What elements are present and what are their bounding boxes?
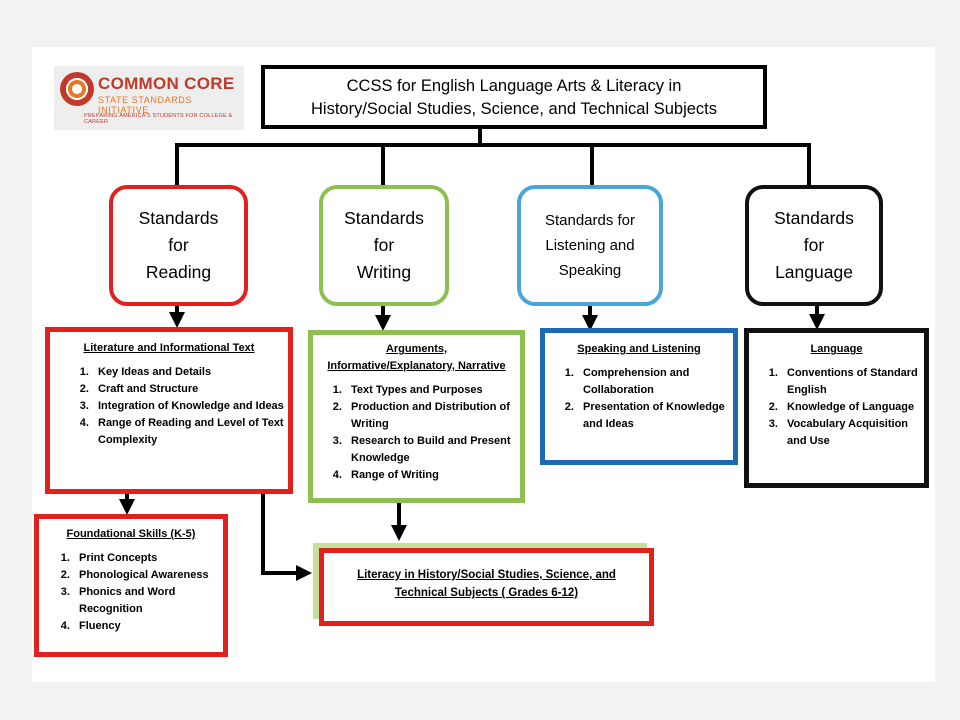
foundational-card-heading: Foundational Skills (K-5)	[66, 528, 196, 540]
writing-card-heading-2: Informative/Explanatory, Narrative	[327, 360, 506, 372]
standards-language-line-1: Standards	[774, 208, 854, 228]
standards-writing-line-2: for	[373, 235, 395, 255]
foundational-card: Foundational Skills (K-5) Print Concepts…	[34, 514, 228, 657]
literacy-card: Literacy in History/Social Studies, Scie…	[319, 548, 654, 626]
standards-language-line-3: Language	[775, 262, 853, 282]
foundational-item: Phonological Awareness	[73, 567, 223, 584]
reading-card-heading: Literature and Informational Text	[83, 342, 255, 354]
standards-writing-box: Standards for Writing	[319, 185, 449, 306]
standards-listening-box: Standards for Listening and Speaking	[517, 185, 663, 306]
writing-card-heading-1: Arguments,	[385, 343, 448, 355]
logo-emblem-icon	[60, 72, 94, 106]
speaking-item: Comprehension and Collaboration	[577, 365, 733, 399]
logo-tagline: PREPARING AMERICA'S STUDENTS FOR COLLEGE…	[84, 113, 233, 125]
title-line-2: History/Social Studies, Science, and Tec…	[311, 100, 717, 118]
standards-language-box: Standards for Language	[745, 185, 883, 306]
foundational-item: Fluency	[73, 618, 223, 635]
reading-card: Literature and Informational Text Key Id…	[45, 327, 293, 494]
title-box: CCSS for English Language Arts & Literac…	[261, 65, 767, 129]
reading-item: Key Ideas and Details	[92, 364, 288, 381]
reading-item: Integration of Knowledge and Ideas	[92, 398, 288, 415]
language-item: Conventions of Standard English	[781, 365, 924, 399]
language-card: Language Conventions of Standard English…	[744, 328, 929, 488]
standards-reading-line-2: for	[168, 235, 189, 255]
logo-subtitle: STATE STANDARDS INITIATIVE	[98, 95, 193, 115]
writing-item: Production and Distribution of Writing	[345, 399, 520, 433]
standards-language-line-2: for	[803, 235, 825, 255]
language-item: Vocabulary Acquisition and Use	[781, 416, 924, 450]
foundational-item: Print Concepts	[73, 550, 223, 567]
arrow-reading-literacy	[261, 493, 312, 581]
reading-item: Range of Reading and Level of Text Compl…	[92, 415, 288, 449]
reading-item: Craft and Structure	[92, 381, 288, 398]
logo-brand: COMMON CORE	[98, 74, 235, 93]
writing-item: Range of Writing	[345, 467, 520, 484]
literacy-card-line-1: Literacy in History/Social Studies, Scie…	[357, 569, 616, 581]
standards-writing-line-1: Standards	[344, 208, 424, 228]
standards-reading-line-1: Standards	[138, 208, 219, 228]
writing-item: Research to Build and Present Knowledge	[345, 433, 520, 467]
speaking-item: Presentation of Knowledge and Ideas	[577, 399, 733, 433]
writing-card: Arguments, Informative/Explanatory, Narr…	[308, 330, 525, 503]
language-card-heading: Language	[810, 343, 863, 355]
speaking-card-heading: Speaking and Listening	[577, 343, 701, 355]
speaking-card: Speaking and Listening Comprehension and…	[540, 328, 738, 465]
standards-listening-line-2: Listening and	[545, 237, 635, 254]
foundational-item: Phonics and Word Recognition	[73, 584, 223, 618]
title-line-1: CCSS for English Language Arts & Literac…	[346, 77, 682, 95]
language-item: Knowledge of Language	[781, 399, 924, 416]
writing-item: Text Types and Purposes	[345, 382, 520, 399]
standards-reading-line-3: Reading	[145, 262, 212, 282]
standards-writing-line-3: Writing	[356, 262, 412, 282]
literacy-card-line-2: Technical Subjects ( Grades 6-12)	[394, 587, 579, 599]
standards-listening-line-1: Standards for	[544, 212, 636, 229]
standards-reading-box: Standards for Reading	[109, 185, 248, 306]
standards-listening-line-3: Speaking	[558, 262, 622, 279]
common-core-logo: COMMON CORE STATE STANDARDS INITIATIVE P…	[54, 66, 244, 130]
